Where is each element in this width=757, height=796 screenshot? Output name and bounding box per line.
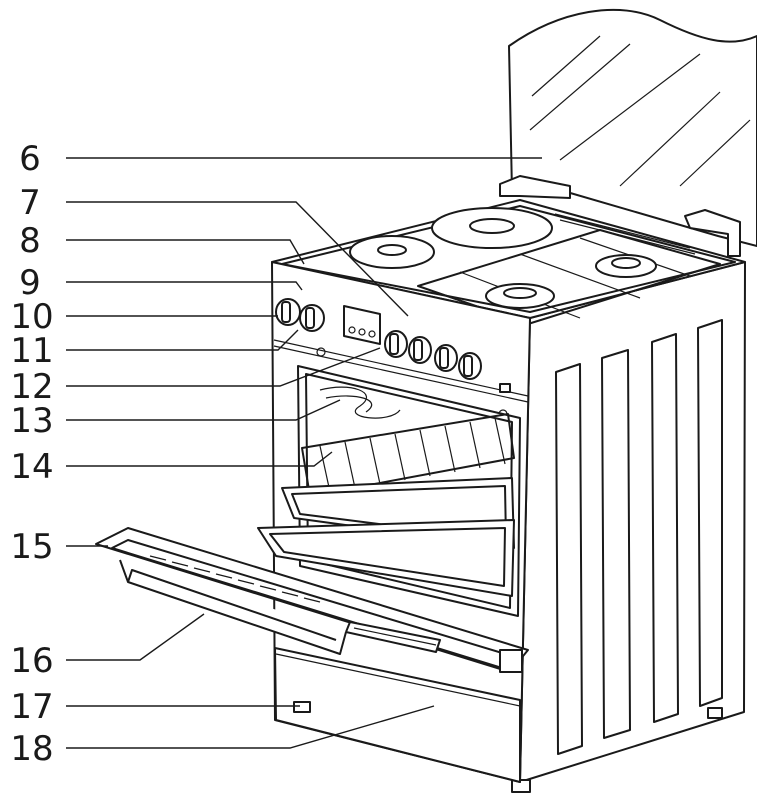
knobs xyxy=(275,298,511,419)
indicator-light xyxy=(499,383,511,393)
wire-shelf xyxy=(301,413,515,497)
knob-2 xyxy=(408,336,432,364)
callout-8: 8 xyxy=(19,221,41,261)
callout-10: 10 xyxy=(10,297,53,337)
callout-11: 11 xyxy=(10,331,53,371)
storage-drawer xyxy=(274,647,521,783)
door-handle xyxy=(119,559,347,655)
cabinet-side xyxy=(511,261,746,793)
callout-15: 15 xyxy=(10,527,53,567)
oven-door xyxy=(95,527,529,673)
callout-12: 12 xyxy=(10,367,53,407)
callout-18: 18 xyxy=(10,729,53,769)
callout-13: 13 xyxy=(10,401,53,441)
callout-16: 16 xyxy=(10,641,53,681)
knob-4 xyxy=(458,352,482,380)
callout-14: 14 xyxy=(10,447,53,487)
callout-17: 17 xyxy=(10,687,53,727)
callout-7: 7 xyxy=(19,183,41,223)
screw-left xyxy=(316,347,326,357)
leader-lines xyxy=(66,157,542,749)
callout-9: 9 xyxy=(19,263,41,303)
knob-1 xyxy=(384,330,408,358)
knob-left-2 xyxy=(299,304,325,332)
lid xyxy=(499,8,757,257)
callout-6: 6 xyxy=(19,139,41,179)
hob xyxy=(271,199,746,325)
oven-cavity xyxy=(257,365,521,617)
callout-numbers: 6 7 8 9 10 11 12 13 14 15 16 17 18 xyxy=(10,139,53,769)
knob-left xyxy=(275,298,301,326)
adjustable-foot xyxy=(293,701,311,713)
knob-3 xyxy=(434,344,458,372)
